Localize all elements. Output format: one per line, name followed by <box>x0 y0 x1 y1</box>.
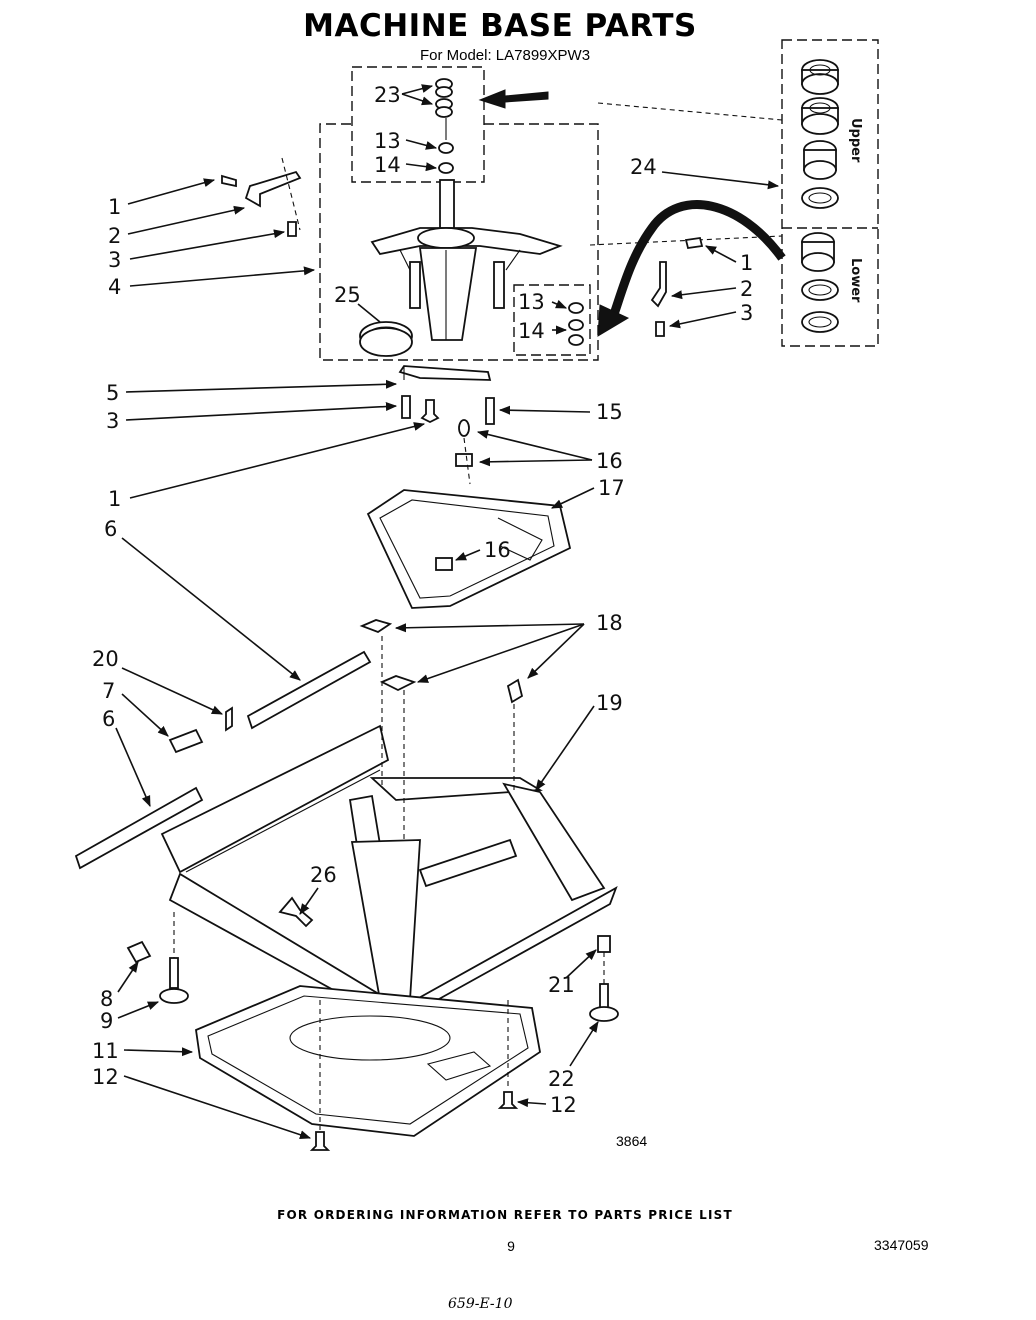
clip-20 <box>225 706 233 732</box>
pad-18-a <box>359 619 393 634</box>
side-bushing-group-box <box>513 284 591 356</box>
bolt-1 <box>420 399 440 424</box>
callout-6b: 6 <box>102 707 115 731</box>
upper-bearing-set <box>801 59 839 209</box>
page-title: MACHINE BASE PARTS <box>303 8 697 44</box>
frame-assembly-17 <box>366 437 572 609</box>
handwritten-code: 659-E-10 <box>448 1296 513 1312</box>
rail-6-lower <box>74 786 204 870</box>
lower-bearing-set <box>801 232 839 333</box>
callout-5: 5 <box>106 381 119 405</box>
callout-2a: 2 <box>108 224 121 248</box>
pad-18-c <box>506 678 524 704</box>
leveling-leg-9 <box>159 957 189 1004</box>
callout-1b: 1 <box>740 251 753 275</box>
spring-3 <box>401 395 411 419</box>
callout-17: 17 <box>598 476 625 500</box>
callout-16a: 16 <box>596 449 623 473</box>
callout-12b: 12 <box>550 1093 577 1117</box>
lower-label: Lower <box>848 258 863 303</box>
transmission-assembly <box>370 179 563 341</box>
curved-pointer-arrow <box>607 200 786 322</box>
callout-13a: 13 <box>374 129 401 153</box>
callout-16b: 16 <box>484 538 511 562</box>
bearing-kit-inset-box <box>781 39 879 347</box>
callout-7: 7 <box>102 679 115 703</box>
document-number: 3347059 <box>874 1237 929 1253</box>
screw-12-right <box>497 1091 519 1109</box>
side-bushings <box>568 302 584 346</box>
callout-26: 26 <box>310 863 337 887</box>
callout-12a: 12 <box>92 1065 119 1089</box>
support-bracket-5 <box>398 365 492 381</box>
callout-22: 22 <box>548 1067 575 1091</box>
top-bushing-group-box <box>351 66 485 183</box>
callout-8: 8 <box>100 987 113 1011</box>
callout-20: 20 <box>92 647 119 671</box>
callout-1a: 1 <box>108 195 121 219</box>
figure-code: 3864 <box>616 1133 647 1149</box>
callout-21: 21 <box>548 973 575 997</box>
top-bushings <box>435 78 454 174</box>
callout-9: 9 <box>100 1009 113 1033</box>
seal-ring-25 <box>359 321 413 357</box>
callout-1c: 1 <box>108 487 121 511</box>
callout-19: 19 <box>596 691 623 715</box>
callout-11: 11 <box>92 1039 119 1063</box>
callout-14a: 14 <box>374 153 401 177</box>
callout-24: 24 <box>630 155 657 179</box>
callout-15: 15 <box>596 400 623 424</box>
ordering-note: FOR ORDERING INFORMATION REFER TO PARTS … <box>277 1208 733 1222</box>
pad-18-b <box>379 675 417 692</box>
leveling-leg-22 <box>589 983 619 1022</box>
callout-13b: 13 <box>518 290 545 314</box>
callout-4: 4 <box>108 275 121 299</box>
callout-25: 25 <box>334 283 361 307</box>
assembly-dashed-lines <box>173 636 605 1130</box>
spring-15 <box>485 397 495 425</box>
callout-labels: 1 2 3 4 23 13 14 25 24 1 2 3 13 14 5 3 1… <box>92 83 753 1117</box>
callout-6a: 6 <box>104 517 117 541</box>
pad-16-mid <box>455 453 473 467</box>
right-bracket-assembly <box>650 236 704 337</box>
nut-21 <box>597 935 611 953</box>
model-line: For Model: LA7899XPW3 <box>420 47 590 64</box>
callout-23: 23 <box>374 83 401 107</box>
pad-8 <box>126 940 152 964</box>
callout-14b: 14 <box>518 319 545 343</box>
clip-26 <box>278 896 314 928</box>
transmission-group-box <box>319 123 599 361</box>
pointer-arrow-top <box>478 89 549 109</box>
upper-label: Upper <box>848 118 863 163</box>
base-pan-11 <box>195 985 541 1137</box>
left-bracket-assembly <box>221 157 302 237</box>
callout-3a: 3 <box>108 248 121 272</box>
rail-6-upper <box>246 650 372 730</box>
spring-7 <box>168 728 204 754</box>
screw-12-left <box>309 1131 331 1151</box>
page-number: 9 <box>507 1238 515 1254</box>
callout-3c: 3 <box>106 409 119 433</box>
callout-2b: 2 <box>740 277 753 301</box>
pad-16-top <box>458 419 470 437</box>
leader-lines <box>115 84 780 1140</box>
callout-3b: 3 <box>740 301 753 325</box>
callout-18: 18 <box>596 611 623 635</box>
